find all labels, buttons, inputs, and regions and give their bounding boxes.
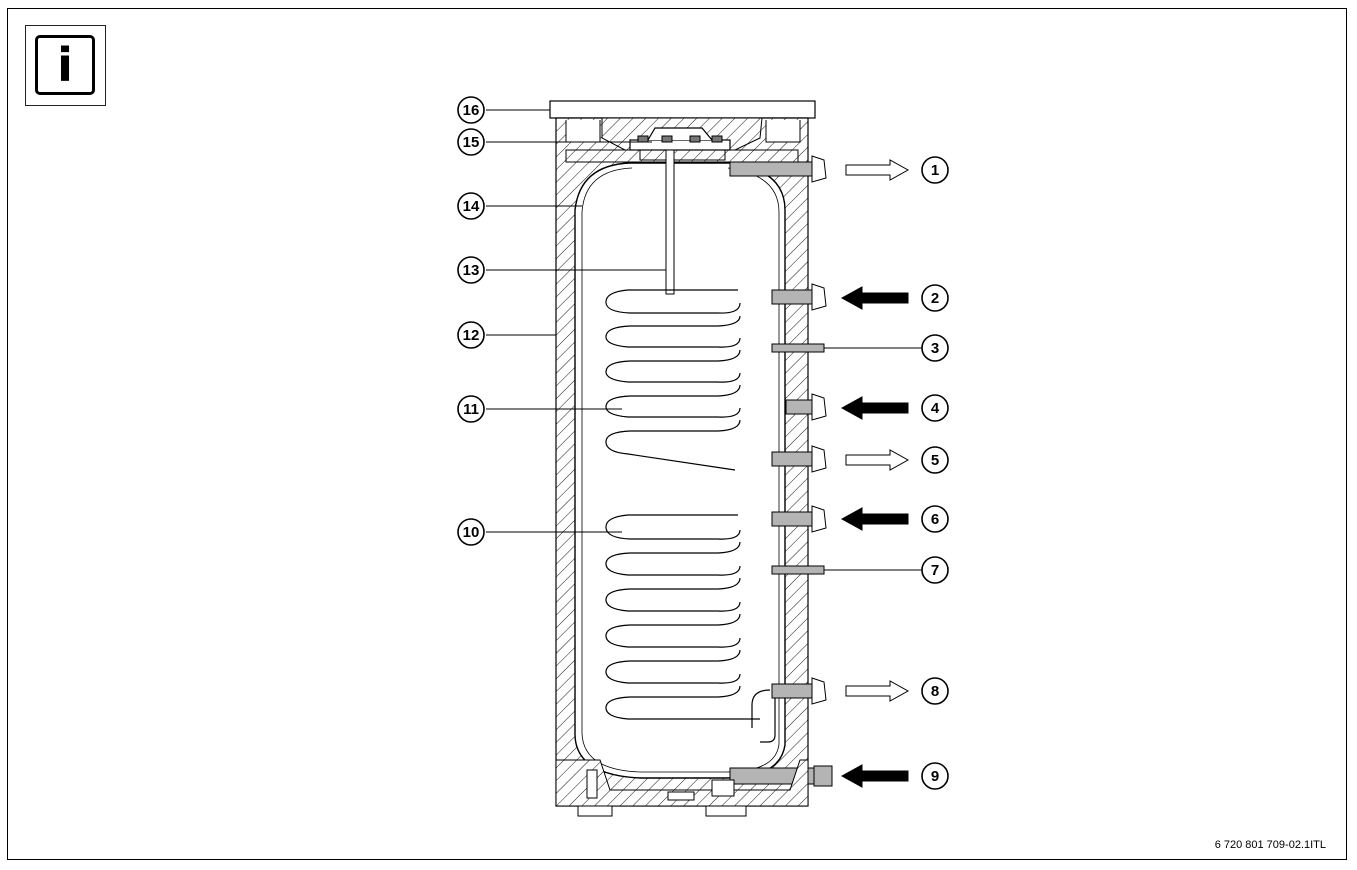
- top-recess-left: [565, 120, 601, 143]
- nozzle-8: [811, 677, 827, 705]
- upper-heat-exchanger-coil: [605, 289, 741, 471]
- callout-16-label: 16: [463, 102, 480, 119]
- callout-3-label: 3: [931, 340, 939, 357]
- nozzle-4: [811, 393, 827, 421]
- info-box: i: [25, 25, 106, 106]
- sensor-well-lower: [771, 565, 825, 575]
- outline-arrow-1: [845, 159, 910, 181]
- callout-12-label: 12: [463, 327, 480, 344]
- figure-code: 6 720 801 709-02.1ITL: [1214, 839, 1326, 851]
- solid-arrow-4: [840, 396, 909, 420]
- solid-arrow-9: [840, 764, 909, 788]
- right-callouts: 1 2 3 4 5 6 7 8: [921, 156, 949, 790]
- callout-11-label: 11: [463, 401, 479, 418]
- callout-9-label: 9: [931, 768, 939, 785]
- callout-6-label: 6: [931, 511, 939, 528]
- flow-lower-pipe: [771, 511, 813, 527]
- callout-10: 10: [457, 518, 485, 546]
- callout-4-label: 4: [931, 400, 940, 417]
- flow-arrows: [840, 159, 910, 788]
- top-cover: [549, 100, 816, 119]
- anode-rod: [665, 149, 675, 295]
- callout-1-label: 1: [931, 162, 939, 179]
- callout-8-label: 8: [931, 683, 939, 700]
- callout-8: 8: [921, 677, 949, 705]
- inspection-flange: [629, 127, 731, 151]
- callout-10-label: 10: [463, 524, 480, 541]
- solid-arrow-2: [840, 286, 909, 310]
- tank-inner-wall: [581, 167, 780, 773]
- outline-arrow-8: [845, 680, 910, 702]
- nozzle-5: [811, 445, 827, 473]
- callout-2-label: 2: [931, 290, 939, 307]
- solid-arrow-6: [840, 507, 909, 531]
- callout-16: 16: [457, 96, 485, 124]
- callout-9: 9: [921, 762, 949, 790]
- flow-solar-pipe: [771, 289, 813, 305]
- nozzle-6: [811, 505, 827, 533]
- info-icon: i: [35, 35, 95, 95]
- left-leader-lines: [486, 109, 666, 533]
- callout-15: 15: [457, 128, 485, 156]
- callout-3: 3: [921, 334, 949, 362]
- callout-12: 12: [457, 321, 485, 349]
- callout-11: 11: [457, 395, 485, 423]
- nozzle-2: [811, 283, 827, 311]
- callout-4: 4: [921, 394, 949, 422]
- left-callouts: 16 15 14 13 12 11 10: [457, 96, 485, 546]
- nozzle-1: [811, 155, 827, 183]
- pipe-connections: [729, 155, 833, 787]
- callout-7-label: 7: [931, 562, 939, 579]
- callout-13: 13: [457, 256, 485, 284]
- callout-1: 1: [921, 156, 949, 184]
- return-lower-pipe: [771, 683, 813, 699]
- figure-frame: [7, 8, 1347, 860]
- tank-vessel: [574, 162, 786, 779]
- outline-arrow-5: [845, 449, 910, 471]
- cold-water-nozzle: [813, 765, 833, 787]
- sensor-well-upper: [771, 343, 825, 353]
- return-upper-pipe: [771, 451, 813, 467]
- lower-heat-exchanger-coil: [605, 514, 776, 743]
- callout-14: 14: [457, 192, 485, 220]
- callout-7: 7: [921, 556, 949, 584]
- callout-6: 6: [921, 505, 949, 533]
- callout-5: 5: [921, 446, 949, 474]
- callout-15-label: 15: [463, 134, 480, 151]
- callout-14-label: 14: [463, 198, 480, 215]
- tank-base: [555, 759, 809, 817]
- top-recess-right: [765, 120, 801, 143]
- callout-13-label: 13: [463, 262, 480, 279]
- circulation-pipe: [785, 399, 813, 415]
- right-leader-lines: [824, 347, 922, 571]
- callout-2: 2: [921, 284, 949, 312]
- hot-water-outlet-pipe: [729, 161, 813, 177]
- callout-5-label: 5: [931, 452, 939, 469]
